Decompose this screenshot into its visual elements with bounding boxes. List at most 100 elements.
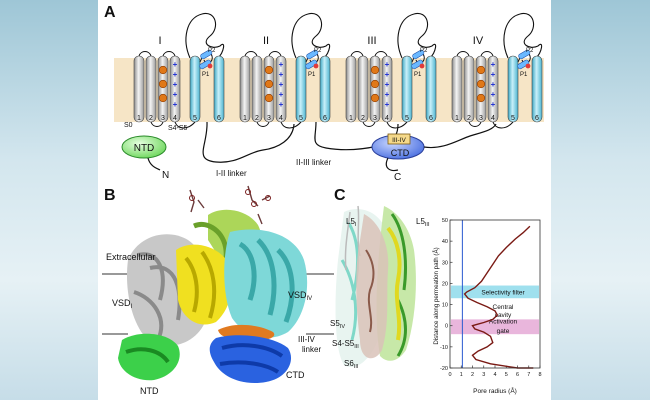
p1-helix [411, 59, 424, 70]
helix-number: 1 [243, 115, 247, 122]
iii-iv-linker-label-2: linker [302, 345, 321, 354]
y-tick-label: 50 [442, 218, 448, 224]
charge-negative [476, 79, 486, 89]
ctd-label-a: CTD [391, 148, 410, 158]
x-tick-label: 4 [493, 372, 496, 378]
s4-s5-connector [174, 121, 196, 129]
extracellular-label: Extracellular [106, 252, 156, 262]
helix-number: 2 [361, 115, 365, 122]
x-tick-label: 0 [448, 372, 451, 378]
charge-negative [158, 65, 168, 75]
helix-s5 [295, 55, 307, 123]
intracellular-connector [150, 121, 164, 127]
l5-i-label: L5I [346, 217, 357, 228]
domain-label: II [263, 35, 269, 47]
helix-number: 6 [535, 115, 539, 122]
helix-number: 4 [279, 115, 283, 122]
helix-number: 5 [193, 115, 197, 122]
charge-positive: + [385, 70, 390, 79]
p2-label: P2 [526, 48, 534, 54]
helix-number: 2 [255, 115, 259, 122]
helix-s2 [357, 55, 369, 123]
domain-label: III [367, 35, 376, 47]
helix-s6 [319, 55, 331, 123]
s5-iv-label: S5IV [330, 319, 345, 330]
filter-residue [207, 63, 213, 69]
charge-negative [370, 65, 380, 75]
helix-s6 [531, 55, 543, 123]
charge-positive: + [173, 60, 178, 69]
activation-gate-label-1: Activation [489, 319, 518, 326]
y-tick-label: 40 [442, 239, 448, 245]
x-tick-label: 3 [482, 372, 485, 378]
p1-helix [305, 59, 318, 70]
c-terminus-label: C [394, 172, 401, 183]
iii-iv-loop [423, 123, 497, 149]
s4-s5-connector [386, 121, 408, 129]
linker-2-3-label: II-III linker [296, 158, 331, 167]
helix-number: 3 [161, 115, 165, 122]
helix-s2 [463, 55, 475, 123]
s6-iii-label: S6III [344, 359, 359, 370]
charge-negative [158, 93, 168, 103]
ntd-blob [121, 135, 167, 159]
charge-positive: + [279, 90, 284, 99]
charge-negative [476, 65, 486, 75]
helix-number: 3 [267, 115, 271, 122]
charge-positive: + [385, 90, 390, 99]
extracellular-loop [185, 12, 225, 59]
ctd-label-b: CTD [286, 370, 305, 380]
helix-number: 5 [511, 115, 515, 122]
s4s5-iii-label: S4-S5III [332, 339, 359, 350]
y-tick-label: -20 [440, 366, 448, 372]
l5-iii-label: L5III [416, 217, 430, 228]
helix-s5 [507, 55, 519, 123]
intracellular-connector [468, 121, 482, 127]
p2-label: P2 [208, 48, 216, 54]
x-tick-label: 7 [527, 372, 530, 378]
protein-structure-b [118, 185, 308, 384]
p1-label: P1 [414, 72, 422, 78]
x-axis-label: Pore radius (Å) [473, 386, 517, 395]
pore-radius-line [463, 225, 534, 369]
extracellular-loop [503, 12, 543, 59]
central-cavity-label-1: Central [493, 304, 515, 311]
iii-iv-label-a: III-IV [392, 137, 406, 144]
domain-label: I [158, 35, 161, 47]
helix-s6 [213, 55, 225, 123]
helix-s1 [451, 55, 463, 123]
helix-s1 [133, 55, 145, 123]
linker-1-2-loop [202, 121, 295, 163]
charge-negative [158, 79, 168, 89]
domain-label: IV [473, 35, 484, 47]
extracellular-connector [244, 51, 282, 57]
charge-positive: + [491, 90, 496, 99]
charge-positive: + [491, 70, 496, 79]
extracellular-loop [397, 12, 437, 59]
charge-negative [476, 93, 486, 103]
helix-s1 [345, 55, 357, 123]
y-tick-label: 10 [442, 303, 448, 309]
activation-gate-label-2: gate [497, 328, 510, 335]
s4-s5-connector [280, 121, 302, 129]
helix-s5 [401, 55, 413, 123]
p1-label: P1 [308, 72, 316, 78]
intracellular-connector [362, 121, 376, 127]
charge-negative [370, 79, 380, 89]
iii-iv-box [387, 133, 411, 145]
x-tick-label: 1 [460, 372, 463, 378]
charge-negative [264, 79, 274, 89]
p2-helix [306, 49, 319, 60]
charge-positive: + [385, 80, 390, 89]
x-tick-label: 5 [505, 372, 508, 378]
linker-1-2-label: I-II linker [216, 169, 247, 178]
y-tick-label: 20 [442, 281, 448, 287]
panel-c-label: C [334, 187, 346, 204]
p2-helix [200, 49, 213, 60]
charge-negative [264, 93, 274, 103]
plot-frame [449, 219, 541, 369]
helix-number: 6 [429, 115, 433, 122]
